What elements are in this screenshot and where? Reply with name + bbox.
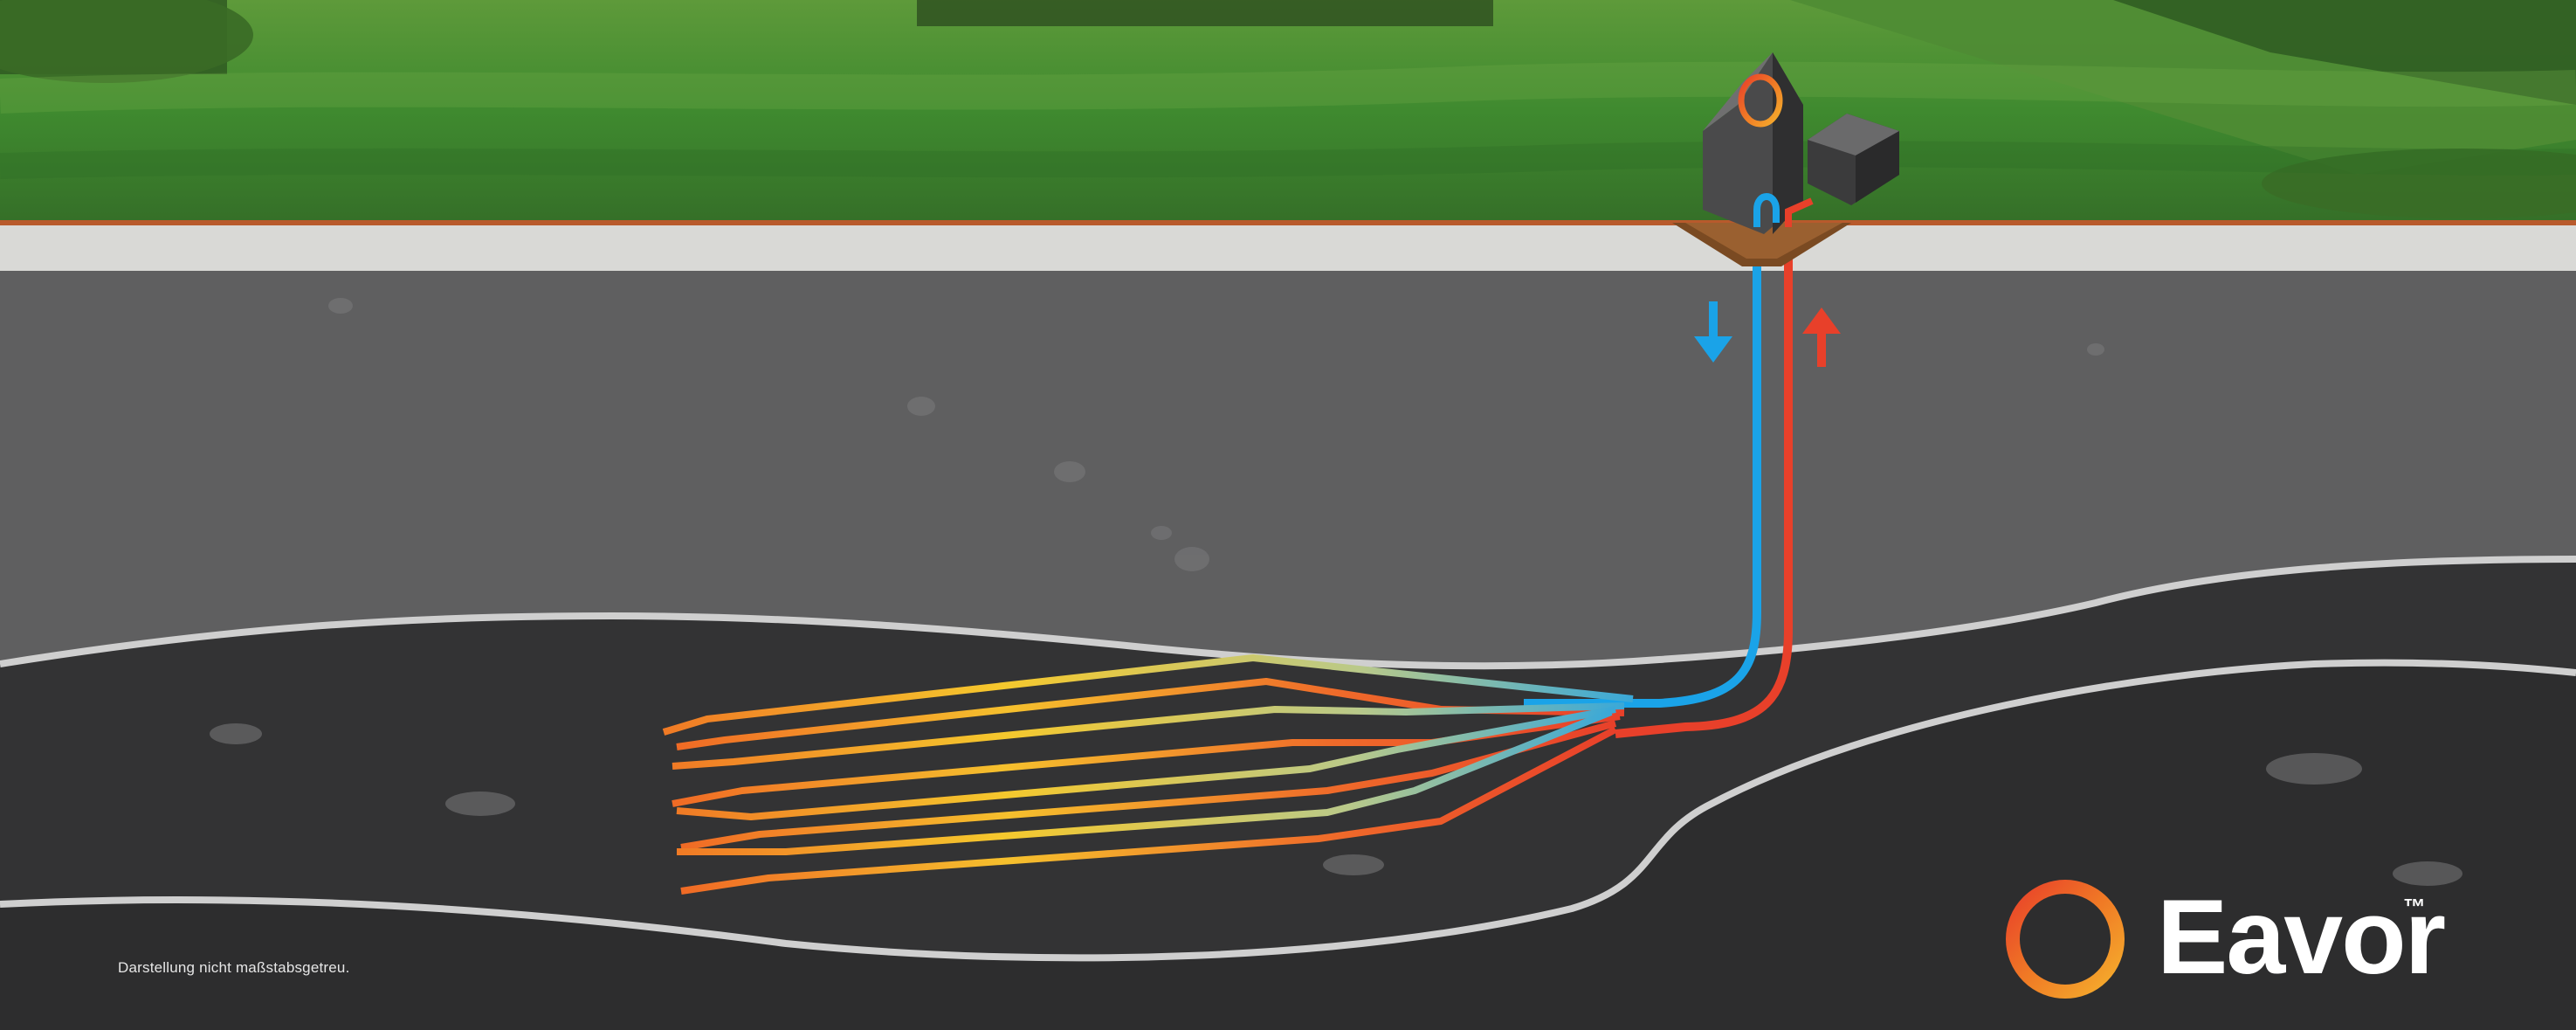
lateral-leg-7 (677, 709, 1613, 855)
soil-layer (0, 223, 2576, 271)
hot-production-well (1615, 253, 1793, 738)
up-arrow-icon (1802, 308, 1841, 367)
lateral-leg-8 (680, 726, 1617, 895)
scale-disclaimer: Darstellung nicht maßstabsgetreu. (118, 959, 350, 976)
deep-rock-layer (0, 662, 2576, 1030)
lateral-leg-1 (662, 654, 1634, 736)
lateral-leg-3 (672, 702, 1625, 770)
surface-plant-icon (1672, 52, 1899, 266)
lateral-loop-field (662, 654, 1634, 895)
rock-texture (210, 298, 2462, 886)
trademark-symbol: ™ (2403, 894, 2426, 920)
eavor-ring-logo-icon (2006, 880, 2125, 999)
surface-field (0, 0, 2576, 223)
lower-boundary-line (0, 659, 2576, 962)
wellbores (1524, 253, 1793, 738)
upper-rock-layer (0, 271, 2576, 667)
lateral-leg-5 (676, 706, 1616, 820)
eavor-logo: Eavor ™ (2000, 878, 2489, 1000)
upper-boundary-line (0, 556, 2576, 670)
down-arrow-icon (1694, 301, 1732, 363)
cold-injection-well (1524, 253, 1761, 708)
brand-name: Eavor (2157, 877, 2446, 996)
